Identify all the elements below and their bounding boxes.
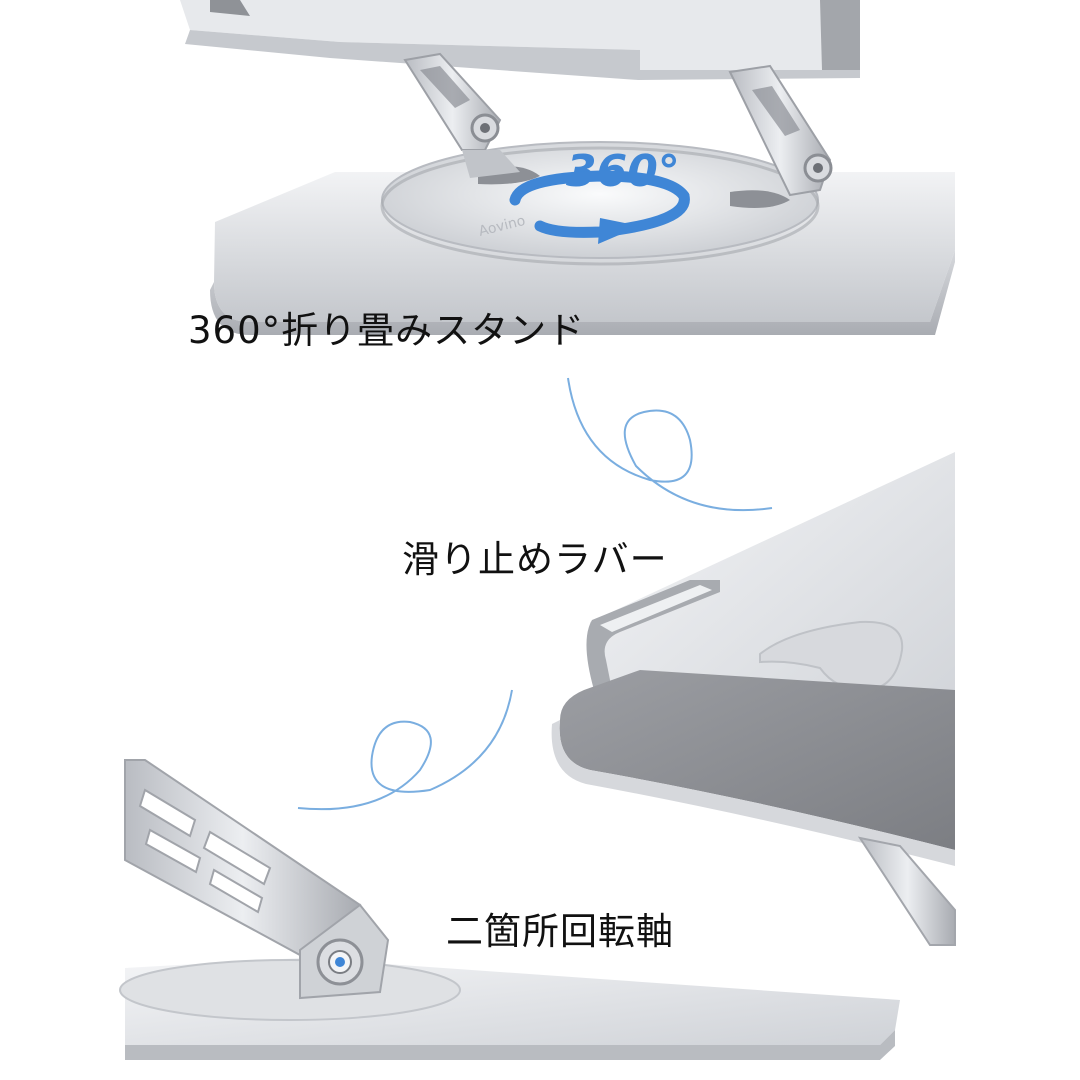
caption-anti-slip: 滑り止めラバー bbox=[402, 538, 668, 581]
rotate-arrow-icon bbox=[509, 170, 690, 244]
bottom-pivot-group bbox=[119, 759, 900, 1060]
middle-tray-group bbox=[551, 452, 956, 946]
swirl-line-icon bbox=[297, 377, 773, 811]
caption-dual-axis: 二箇所回転軸 bbox=[446, 910, 674, 953]
anti-slip-rubber bbox=[559, 670, 955, 850]
top-tray bbox=[180, 0, 860, 70]
pivot-bolt-icon bbox=[316, 938, 364, 986]
middle-tray-cutout bbox=[759, 620, 904, 692]
caption-fold-stand: 360°折り畳みスタンド bbox=[188, 309, 586, 352]
top-stand-group: 360° Aovino bbox=[180, 0, 955, 335]
